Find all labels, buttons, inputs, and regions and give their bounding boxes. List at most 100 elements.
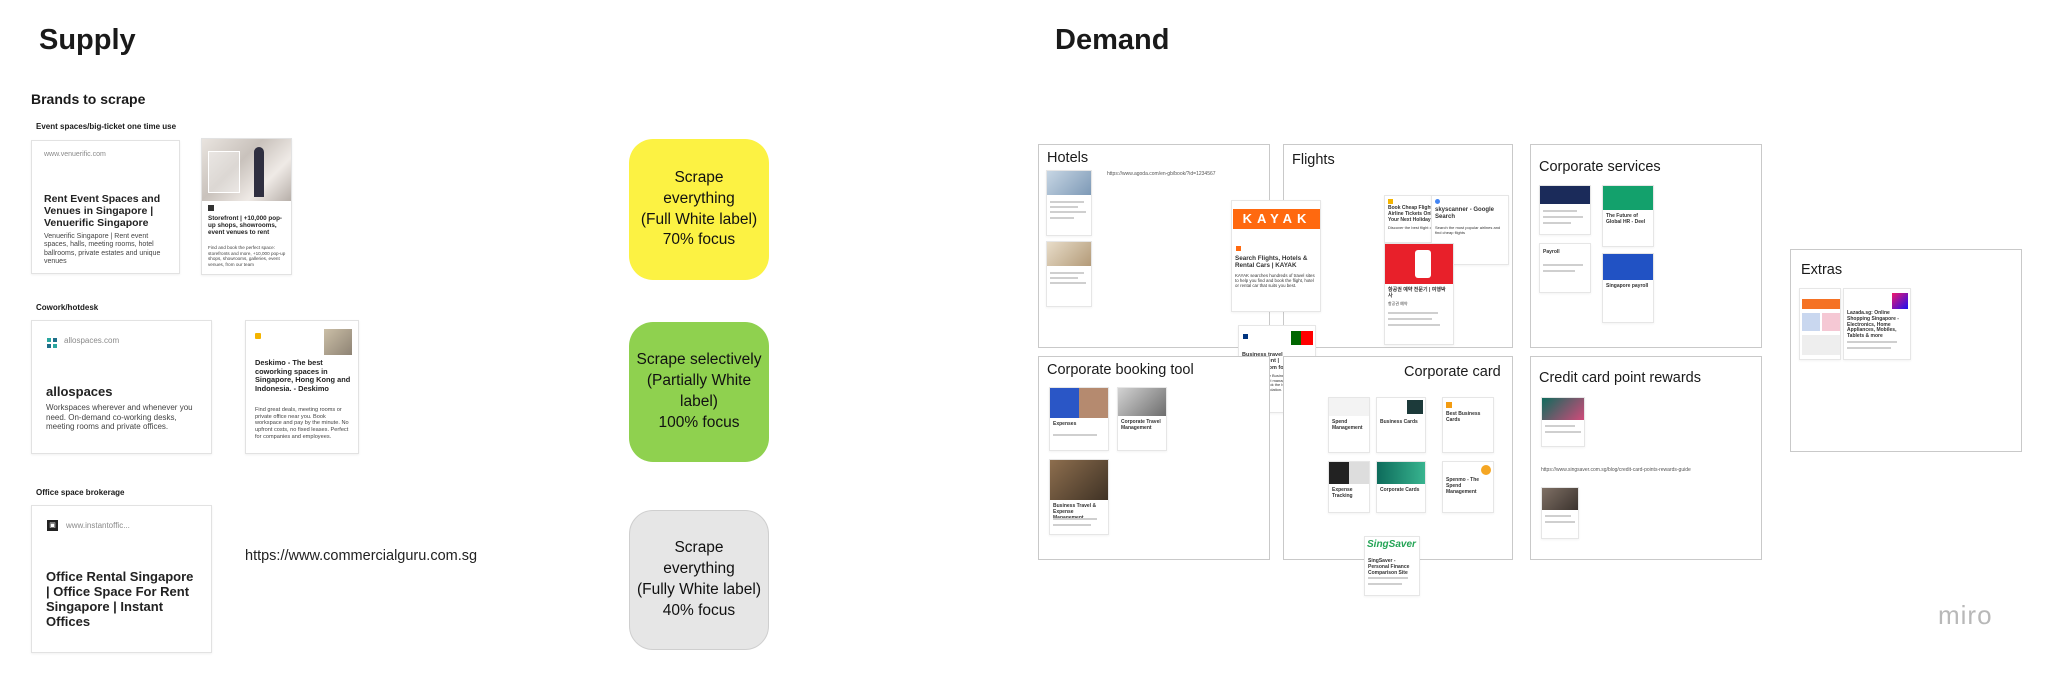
sticky-2-line2: (Partially White bbox=[646, 372, 752, 390]
office-brokerage-label: Office space brokerage bbox=[36, 488, 125, 497]
flights-frame[interactable]: Flights Book Cheap Flights & Airline Tic… bbox=[1283, 144, 1513, 348]
korean-travel-desc: 항공권 예약 bbox=[1388, 301, 1408, 306]
corporate-services-label: Corporate services bbox=[1539, 159, 1661, 175]
corp-card-6[interactable]: Spenmo - The Spend Management bbox=[1442, 461, 1494, 513]
sticky-2-line1: Scrape selectively bbox=[636, 351, 762, 369]
kayak-desc: KAYAK searches hundreds of travel sites … bbox=[1235, 273, 1315, 289]
sticky-3-line1: Scrape bbox=[674, 539, 724, 557]
cowork-label: Cowork/hotdesk bbox=[36, 303, 99, 312]
storefront-title: Storefront | +10,000 pop-up shops, showr… bbox=[208, 215, 283, 237]
corporate-booking-label: Corporate booking tool bbox=[1047, 362, 1194, 378]
credit-card-thumb-1[interactable] bbox=[1541, 397, 1585, 447]
sticky-full-white-label[interactable]: Scrape everything (Full White label) 70%… bbox=[629, 139, 769, 280]
cbt-card-1[interactable]: Expenses bbox=[1049, 387, 1109, 451]
corp-card-5[interactable]: Corporate Cards bbox=[1376, 461, 1426, 513]
corp-service-2-title: The Future of Global HR - Deel bbox=[1606, 213, 1646, 225]
event-spaces-label: Event spaces/big-ticket one time use bbox=[36, 122, 177, 131]
cheap-flights-desc: Discover the best flight deals bbox=[1388, 225, 1440, 230]
corp-card-4[interactable]: Expense Tracking bbox=[1328, 461, 1370, 513]
corp-card-5-title: Corporate Cards bbox=[1380, 487, 1420, 493]
sticky-1-line4: 70% focus bbox=[662, 231, 736, 249]
sticky-3-line3: (Fully White label) bbox=[636, 581, 762, 598]
allospaces-logo-icon bbox=[47, 335, 57, 348]
cbt-card-2-title: Corporate Travel Management bbox=[1121, 419, 1161, 431]
kayak-title: Search Flights, Hotels & Rental Cars | K… bbox=[1235, 255, 1308, 270]
hotels-label: Hotels bbox=[1047, 150, 1089, 166]
sticky-partial-white-label[interactable]: Scrape selectively (Partially White labe… bbox=[629, 322, 769, 462]
sticky-2-line3: label) bbox=[680, 393, 718, 410]
corp-service-card-1[interactable] bbox=[1539, 185, 1591, 235]
skyscanner-card[interactable]: skyscanner - Google Search Search the mo… bbox=[1431, 195, 1509, 265]
corp-service-4-title: Singapore payroll bbox=[1606, 283, 1649, 289]
instantoffices-url: www.instantoffic... bbox=[66, 521, 130, 530]
kayak-card[interactable]: KAYAK Search Flights, Hotels & Rental Ca… bbox=[1231, 200, 1321, 312]
skyscanner-title: skyscanner - Google Search bbox=[1435, 207, 1495, 220]
deskimo-card[interactable]: Deskimo - The best coworking spaces in S… bbox=[245, 320, 359, 454]
allospaces-desc: Workspaces wherever and whenever you nee… bbox=[46, 403, 193, 432]
storefront-image bbox=[202, 139, 291, 201]
corp-card-1-title: Spend Management bbox=[1332, 419, 1363, 431]
credit-card-thumb-2[interactable] bbox=[1541, 487, 1579, 539]
corp-service-card-2[interactable]: The Future of Global HR - Deel bbox=[1602, 185, 1654, 247]
credit-card-frame[interactable]: Credit card point rewards https://www.si… bbox=[1530, 356, 1762, 560]
korean-travel-title: 항공권 예약 전문기 | 여행박사 bbox=[1388, 287, 1446, 299]
corporate-services-frame[interactable]: Corporate services The Future of Global … bbox=[1530, 144, 1762, 348]
extras-thumbnail[interactable] bbox=[1799, 288, 1841, 360]
credit-card-label: Credit card point rewards bbox=[1539, 370, 1701, 386]
storefront-card[interactable]: Storefront | +10,000 pop-up shops, showr… bbox=[201, 138, 292, 275]
sticky-1-line3: (Full White label) bbox=[640, 210, 758, 228]
hotel-card-2[interactable] bbox=[1046, 241, 1092, 307]
lazada-logo-icon bbox=[1892, 293, 1908, 309]
skyscanner-desc: Search the most popular airlines and fin… bbox=[1435, 225, 1501, 235]
allospaces-card[interactable]: allospaces.com allospaces Workspaces whe… bbox=[31, 320, 212, 454]
cbt-card-2[interactable]: Corporate Travel Management bbox=[1117, 387, 1167, 451]
sticky-3-line4: 40% focus bbox=[662, 601, 736, 619]
sticky-1-line2: everything bbox=[663, 189, 735, 207]
lazada-title: Lazada.sg: Online Shopping Singapore - E… bbox=[1847, 310, 1899, 339]
corp-card-2[interactable]: Business Cards bbox=[1376, 397, 1426, 453]
cbt-card-3[interactable]: Business Travel & Expense Management bbox=[1049, 459, 1109, 535]
venuerific-desc: Venuerific Singapore | Rent event spaces… bbox=[44, 233, 161, 266]
kayak-logo: KAYAK bbox=[1233, 209, 1320, 229]
deskimo-desc: Find great deals, meeting rooms or priva… bbox=[255, 407, 349, 440]
corporate-card-label: Corporate card bbox=[1404, 364, 1501, 380]
corp-service-card-3[interactable]: Payroll bbox=[1539, 243, 1591, 293]
brands-to-scrape-heading: Brands to scrape bbox=[31, 91, 146, 107]
hotels-url: https://www.agoda.com/en-gb/book/?id=123… bbox=[1107, 171, 1216, 177]
credit-card-url: https://www.singsaver.com.sg/blog/credit… bbox=[1541, 467, 1691, 473]
corp-card-3-title: Best Business Cards bbox=[1446, 411, 1481, 423]
korean-travel-card[interactable]: 항공권 예약 전문기 | 여행박사 항공권 예약 bbox=[1384, 243, 1454, 345]
corp-card-2-title: Business Cards bbox=[1380, 419, 1418, 425]
sticky-2-line4: 100% focus bbox=[658, 413, 740, 431]
storefront-desc: Find and book the perfect space: storefr… bbox=[208, 245, 286, 267]
instantoffices-card[interactable]: ▣ www.instantoffic... Office Rental Sing… bbox=[31, 505, 212, 653]
corporate-card-frame[interactable]: Corporate card Spend Management Business… bbox=[1283, 356, 1513, 560]
corp-card-3[interactable]: Best Business Cards bbox=[1442, 397, 1494, 453]
sticky-3-line2: everything bbox=[663, 560, 735, 578]
deskimo-thumbnail bbox=[324, 329, 352, 355]
flag-icon bbox=[1291, 331, 1313, 345]
corp-card-6-title: Spenmo - The Spend Management bbox=[1446, 477, 1480, 495]
supply-title: Supply bbox=[39, 24, 136, 56]
singsaver-title: SingSaver - Personal Finance Comparison … bbox=[1368, 558, 1410, 576]
extras-frame[interactable]: Extras Lazada.sg: Online Shopping Singap… bbox=[1790, 249, 2022, 452]
cbt-card-1-title: Expenses bbox=[1053, 421, 1077, 427]
extras-label: Extras bbox=[1801, 262, 1843, 278]
lazada-card[interactable]: Lazada.sg: Online Shopping Singapore - E… bbox=[1843, 288, 1911, 360]
corp-card-1[interactable]: Spend Management bbox=[1328, 397, 1370, 453]
allospaces-title: allospaces bbox=[46, 384, 113, 399]
sticky-1-line1: Scrape bbox=[674, 168, 724, 186]
cheap-flights-title: Book Cheap Flights & Airline Tickets Onl… bbox=[1388, 205, 1448, 223]
instantoffices-title: Office Rental Singapore | Office Space F… bbox=[46, 569, 194, 629]
corp-service-3-title: Payroll bbox=[1543, 249, 1560, 255]
singsaver-card[interactable]: SingSaver SingSaver - Personal Finance C… bbox=[1364, 536, 1420, 596]
venuerific-card[interactable]: www.venuerific.com Rent Event Spaces and… bbox=[31, 140, 180, 274]
storefront-favicon-icon bbox=[208, 205, 214, 211]
hotel-card-1[interactable] bbox=[1046, 170, 1092, 236]
sticky-fully-white-label[interactable]: Scrape everything (Fully White label) 40… bbox=[629, 510, 769, 650]
venuerific-title: Rent Event Spaces and Venues in Singapor… bbox=[44, 193, 161, 230]
corporate-booking-frame[interactable]: Corporate booking tool Expenses Corporat… bbox=[1038, 356, 1270, 560]
corp-card-4-title: Expense Tracking bbox=[1332, 487, 1353, 499]
commercialguru-link[interactable]: https://www.commercialguru.com.sg bbox=[245, 548, 478, 564]
corp-service-card-4[interactable]: Singapore payroll bbox=[1602, 253, 1654, 323]
